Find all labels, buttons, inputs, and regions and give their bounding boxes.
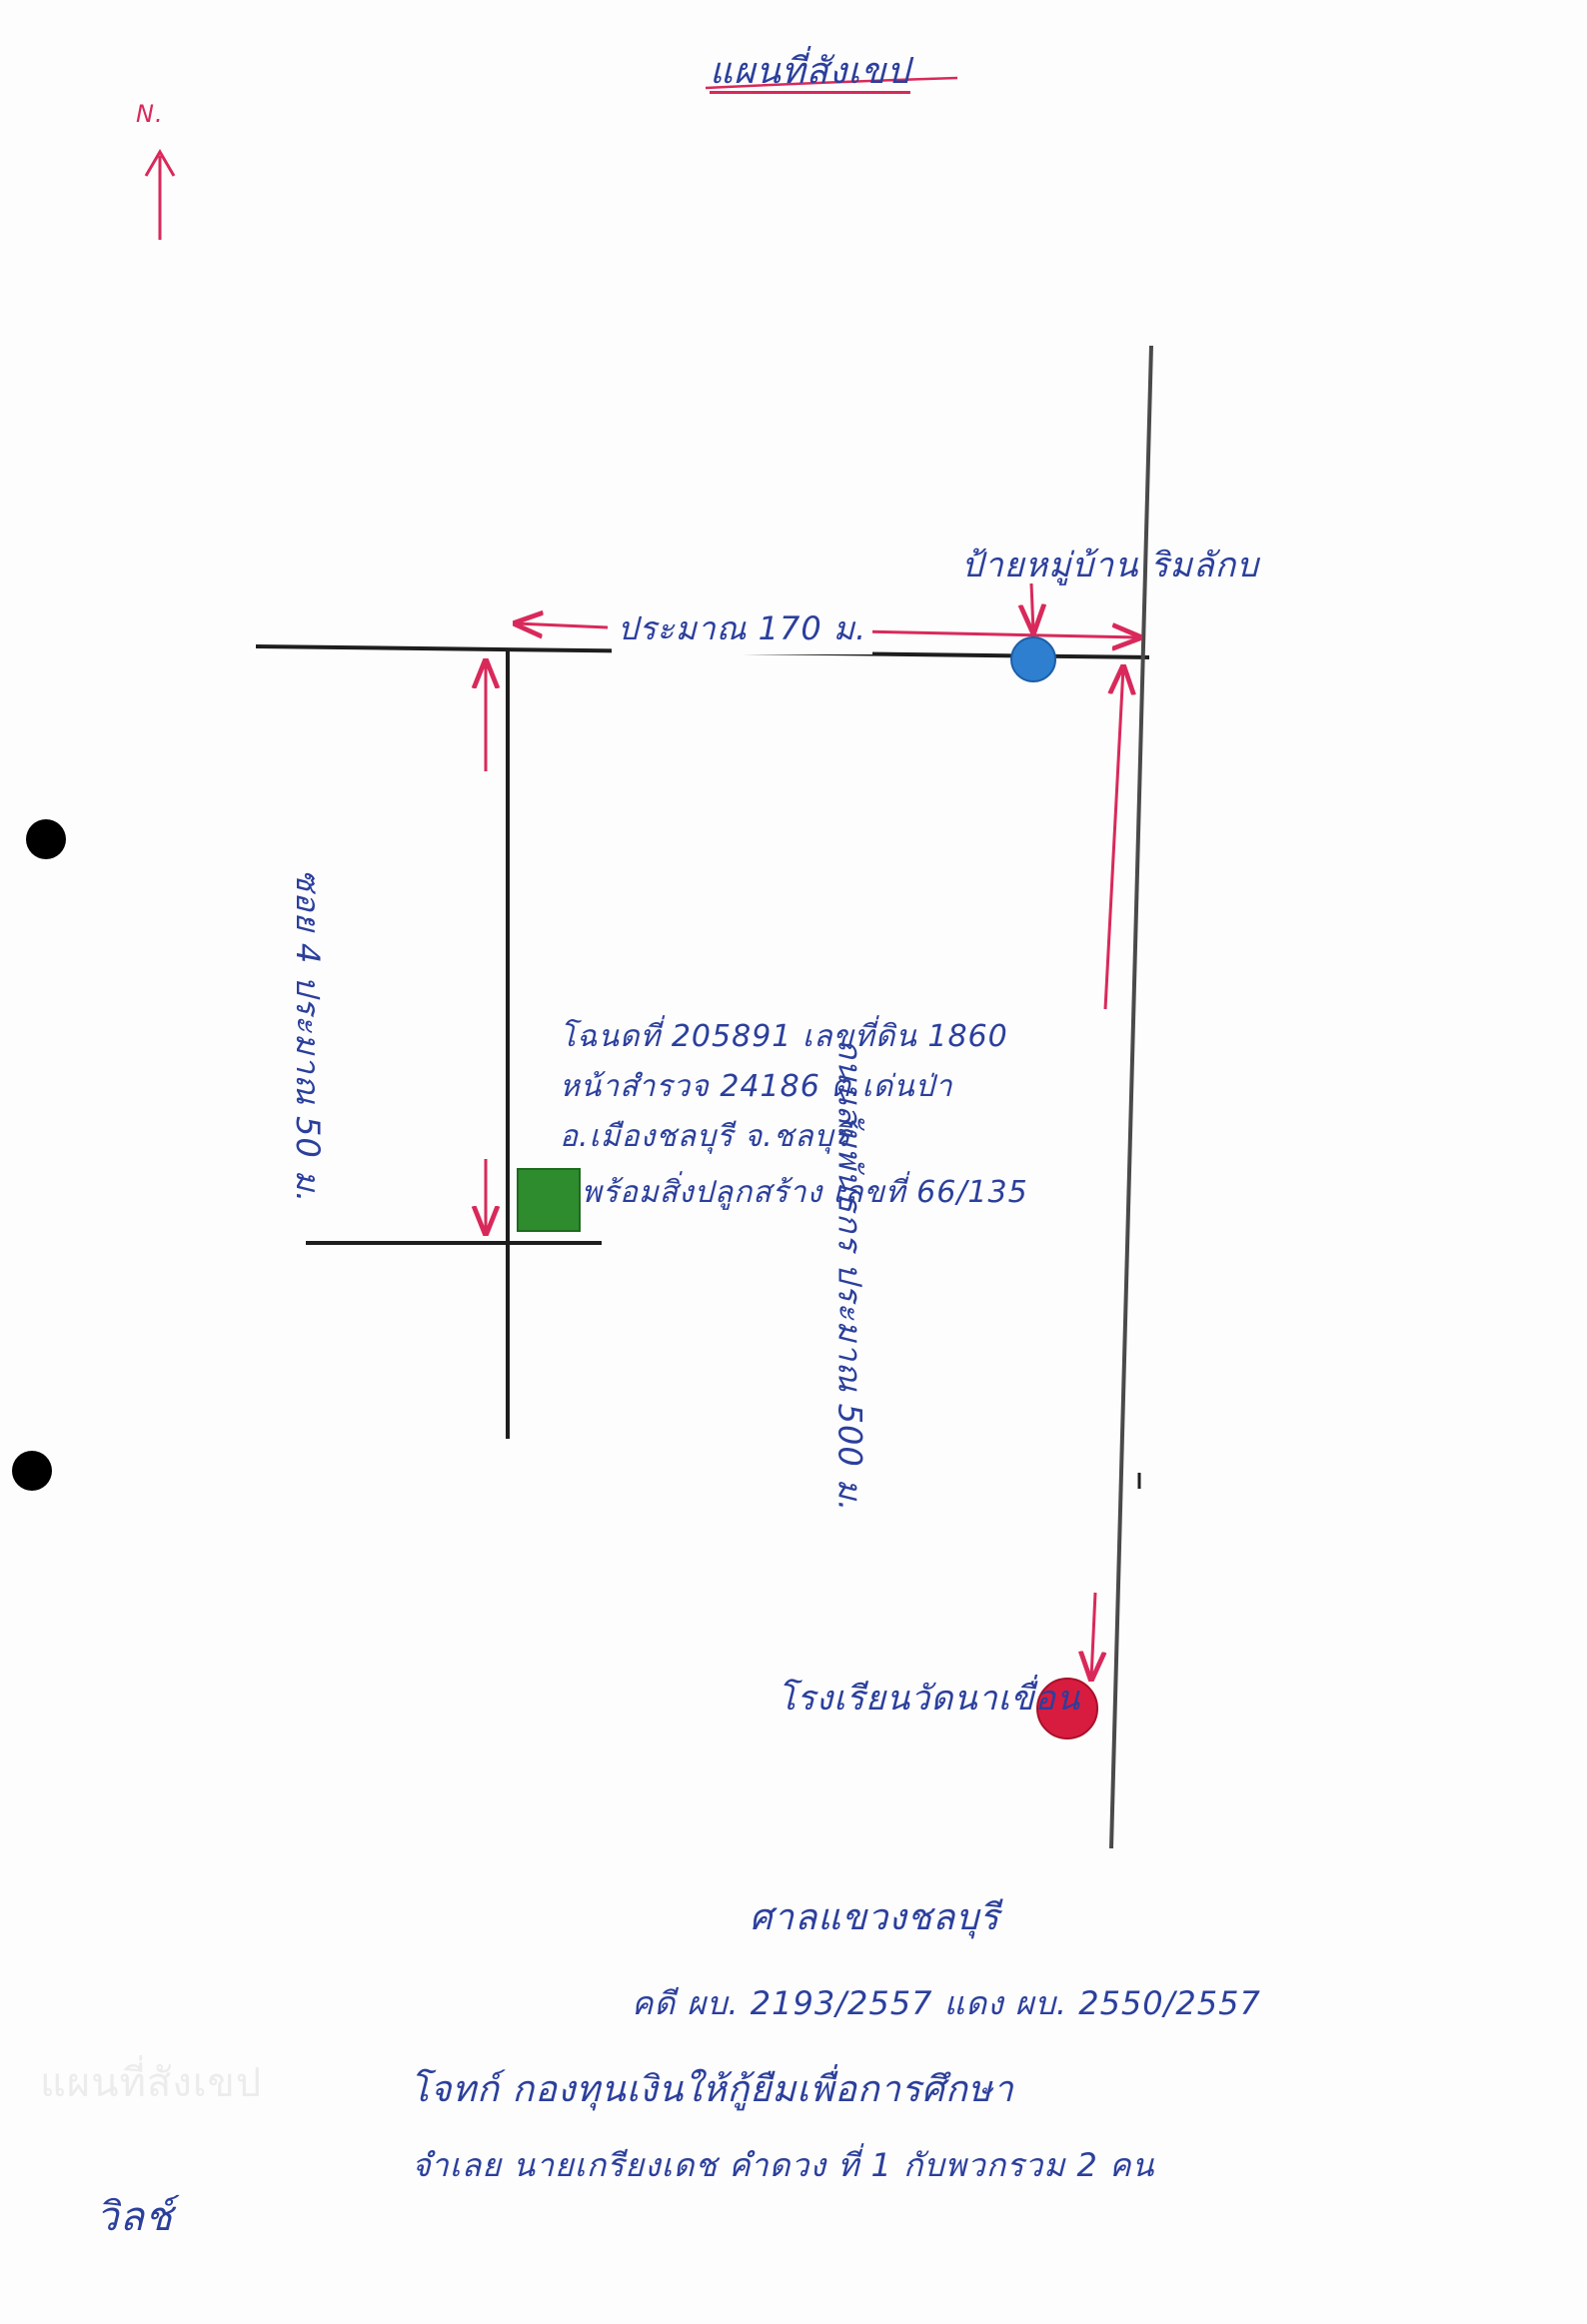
village-sign-pointer-arrow — [1031, 582, 1033, 631]
road-right-vertical — [1109, 345, 1153, 1849]
punch-hole-top — [26, 819, 66, 859]
village-sign-label: ป้ายหมู่บ้าน ริมลักบ — [961, 546, 1259, 585]
defendant-line: จำเลย นายเกรียงเดช คำดวง ที่ 1 กับพวกรวม… — [412, 2146, 1155, 2184]
title-underline — [705, 76, 958, 90]
signature: วิลช์ — [96, 2194, 174, 2240]
map-title: แผนที่สังเขป — [710, 51, 910, 92]
school-label: โรงเรียนวัดนาเขื่อน — [778, 1679, 1081, 1719]
soi-distance-label: ซอย 4 ประมาณ 50 ม. — [288, 869, 327, 1204]
top-distance-arrow-right — [858, 631, 1139, 637]
north-label: N. — [136, 100, 164, 128]
top-distance-arrow-left — [516, 623, 609, 627]
deed-line-4: พร้อมสิ่งปลูกสร้าง เลขที่ 66/135 — [582, 1175, 1028, 1210]
north-arrow-icon — [144, 149, 176, 240]
deed-line-3: อ.เมืองชลบุรี จ.ชลบุรี — [560, 1119, 851, 1154]
right-distance-arrow-down — [1091, 1592, 1095, 1679]
faint-stamp: แผนที่สังเขป — [40, 2060, 263, 2106]
punch-hole-bottom — [12, 1451, 52, 1491]
plaintiff-line: โจทก์ กองทุนเงินให้กู้ยืมเพื่อการศึกษา — [410, 2069, 1014, 2110]
right-distance-arrow-up — [1103, 667, 1123, 1010]
court-name: ศาลแขวงชลบุรี — [750, 1897, 1000, 1938]
deed-line-1: โฉนดที่ 205891 เลขที่ดิน 1860 — [560, 1019, 1008, 1054]
top-distance-label: ประมาณ 170 ม. — [612, 603, 873, 654]
school-marker — [1036, 1678, 1098, 1740]
village-sign-marker — [1010, 636, 1056, 682]
property-marker — [517, 1168, 581, 1232]
case-number: คดี ผบ. 2193/2557 แดง ผบ. 2550/2557 — [632, 1984, 1261, 2022]
deed-line-2: หน้าสำรวจ 24186 ต.เด่นป่า — [560, 1069, 953, 1104]
